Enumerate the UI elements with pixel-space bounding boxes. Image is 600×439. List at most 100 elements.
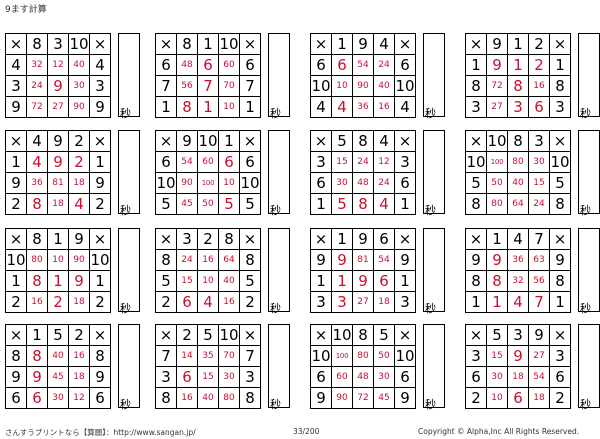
right-number: 6 <box>239 54 261 76</box>
answer-cell: 80 <box>352 345 374 367</box>
times-symbol: × <box>239 324 261 346</box>
answer-cell: 3 <box>331 291 353 313</box>
left-number: 2 <box>5 193 27 215</box>
answer-cell: 54 <box>528 366 550 388</box>
left-number: 6 <box>155 54 177 76</box>
answer-cell: 5 <box>331 193 353 215</box>
top-number: 1 <box>486 228 508 250</box>
left-number: 1 <box>310 193 332 215</box>
seconds-label: 秒 <box>580 302 591 315</box>
answer-cell: 16 <box>373 96 395 118</box>
answer-cell: 9 <box>507 345 529 367</box>
top-number: 9 <box>528 324 550 346</box>
seconds-label: 秒 <box>120 107 131 120</box>
times-symbol: × <box>155 33 177 55</box>
answer-cell: 10 <box>47 249 69 271</box>
top-number: 10 <box>218 33 240 55</box>
answer-cell: 18 <box>68 291 90 313</box>
answer-cell: 24 <box>373 172 395 194</box>
left-number: 1 <box>465 291 487 313</box>
left-number: 8 <box>5 345 27 367</box>
answer-cell: 9 <box>352 270 374 292</box>
copyright: Copyright © Alpha,Inc All Rights Reserve… <box>418 427 580 436</box>
answer-cell: 4 <box>26 151 48 173</box>
answer-cell: 6 <box>176 366 198 388</box>
answer-cell: 60 <box>331 366 353 388</box>
answer-cell: 8 <box>26 193 48 215</box>
times-symbol: × <box>465 33 487 55</box>
top-number: 8 <box>218 228 240 250</box>
times-symbol: × <box>89 228 111 250</box>
answer-cell: 40 <box>47 345 69 367</box>
answer-cell: 12 <box>47 54 69 76</box>
times-symbol: × <box>310 33 332 55</box>
answer-cell: 2 <box>528 54 550 76</box>
left-number: 10 <box>310 345 332 367</box>
left-number: 2 <box>5 291 27 313</box>
answer-cell: 50 <box>486 172 508 194</box>
left-number: 5 <box>155 270 177 292</box>
left-number: 1 <box>465 54 487 76</box>
top-number: 5 <box>486 324 508 346</box>
worksheet-title: 9ます計算 <box>5 5 47 15</box>
right-number: 10 <box>239 172 261 194</box>
seconds-label: 秒 <box>425 204 436 217</box>
top-number: 10 <box>486 130 508 152</box>
seconds-label: 秒 <box>425 107 436 120</box>
answer-cell: 45 <box>176 193 198 215</box>
seconds-label: 秒 <box>425 398 436 411</box>
answer-cell: 90 <box>352 75 374 97</box>
right-number: 2 <box>549 387 571 409</box>
times-symbol: × <box>549 130 571 152</box>
answer-cell: 64 <box>218 249 240 271</box>
answer-cell: 7 <box>528 291 550 313</box>
top-number: 4 <box>373 33 395 55</box>
right-number: 3 <box>394 291 416 313</box>
top-number: 9 <box>68 228 90 250</box>
times-symbol: × <box>310 228 332 250</box>
answer-cell: 54 <box>373 249 395 271</box>
answer-cell: 6 <box>507 387 529 409</box>
answer-cell: 32 <box>26 54 48 76</box>
left-number: 1 <box>5 270 27 292</box>
right-number: 5 <box>549 172 571 194</box>
right-number: 5 <box>239 270 261 292</box>
times-symbol: × <box>310 130 332 152</box>
right-number: 6 <box>239 151 261 173</box>
answer-cell: 54 <box>176 151 198 173</box>
answer-cell: 3 <box>507 96 529 118</box>
left-number: 3 <box>155 366 177 388</box>
answer-cell: 4 <box>507 291 529 313</box>
right-number: 10 <box>394 345 416 367</box>
answer-cell: 70 <box>218 75 240 97</box>
answer-cell: 4 <box>331 96 353 118</box>
time-entry-box <box>423 33 445 117</box>
seconds-label: 秒 <box>270 302 281 315</box>
top-number: 3 <box>528 130 550 152</box>
answer-cell: 18 <box>373 291 395 313</box>
answer-cell: 100 <box>486 151 508 173</box>
times-symbol: × <box>394 130 416 152</box>
time-entry-box <box>423 324 445 408</box>
seconds-label: 秒 <box>120 398 131 411</box>
times-symbol: × <box>5 130 27 152</box>
seconds-label: 秒 <box>270 398 281 411</box>
answer-cell: 60 <box>218 54 240 76</box>
answer-cell: 56 <box>528 270 550 292</box>
top-number: 10 <box>197 130 219 152</box>
answer-cell: 27 <box>528 345 550 367</box>
answer-cell: 64 <box>507 193 529 215</box>
left-number: 1 <box>5 151 27 173</box>
left-number: 6 <box>465 366 487 388</box>
right-number: 5 <box>239 193 261 215</box>
right-number: 3 <box>239 366 261 388</box>
left-number: 10 <box>155 172 177 194</box>
top-number: 9 <box>352 33 374 55</box>
right-number: 9 <box>89 172 111 194</box>
